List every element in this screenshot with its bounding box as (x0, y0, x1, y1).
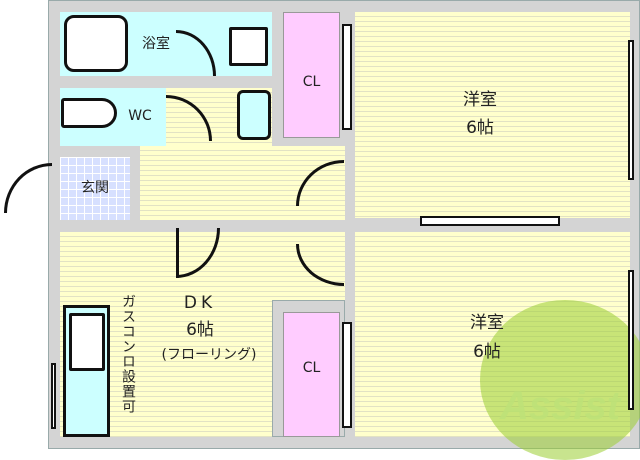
entrance (60, 157, 130, 220)
washing-machine-icon (229, 27, 268, 66)
dk-name: DK (183, 293, 217, 313)
western-lower-size: 6帖 (473, 342, 501, 362)
window-right[interactable] (628, 270, 634, 410)
dk-size: 6帖 (186, 320, 214, 340)
closet-door[interactable] (342, 322, 352, 428)
closet-upper-label: CL (302, 74, 321, 90)
closet-upper (283, 12, 340, 138)
washbasin-icon (237, 90, 271, 140)
toilet-icon (61, 98, 117, 128)
kitchen-note: ガスコンロ設置可 (120, 294, 136, 414)
western-upper-name: 洋室 (463, 90, 497, 110)
bath-label: 浴室 (142, 36, 170, 52)
western-room-upper (355, 12, 630, 218)
western-lower-name: 洋室 (470, 313, 504, 333)
sliding-partition[interactable] (420, 216, 560, 226)
closet-door[interactable] (342, 24, 352, 130)
wc-label: WC (128, 108, 152, 124)
bathtub-icon (64, 15, 128, 72)
entrance-label: 玄関 (81, 180, 109, 196)
closet-lower (283, 312, 340, 437)
sink-icon (69, 313, 105, 371)
window-left[interactable] (51, 363, 56, 429)
dk-note: (フローリング) (161, 347, 257, 363)
closet-lower-label: CL (302, 360, 321, 376)
logo-circle (480, 300, 640, 460)
window-right[interactable] (628, 40, 634, 180)
entrance-door[interactable] (4, 163, 52, 213)
assist-logo: Assist (500, 384, 621, 428)
western-upper-size: 6帖 (466, 118, 494, 138)
